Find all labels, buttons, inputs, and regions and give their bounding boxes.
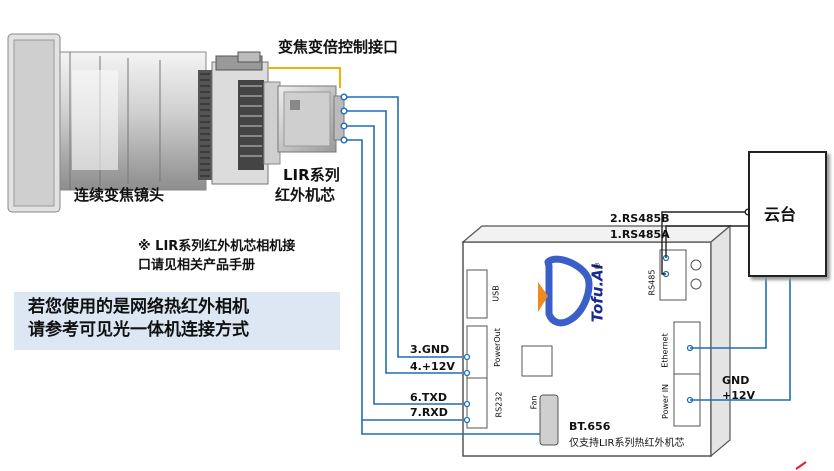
txd-label: 6.TXD (410, 391, 447, 404)
note-line2: 口请见相关产品手册 (138, 258, 256, 273)
powerin-port-label: Power IN (661, 383, 671, 420)
bt656-note: 仅支持LIR系列热红外机芯 (569, 438, 685, 449)
zoom-control-wire (268, 67, 341, 88)
wire-12v (344, 110, 462, 374)
gnd-left-label: 3.GND (410, 343, 450, 356)
rs485a-label: 1.RS485A (610, 228, 670, 241)
bt656-connector (539, 394, 559, 446)
rxd-label: 7.RXD (410, 406, 448, 419)
network-camera-note: 若您使用的是网络热红外相机 请参考可见光一体机连接方式 (14, 292, 340, 350)
tofu-box (461, 224, 732, 458)
fan-port-label: Fan (529, 395, 539, 410)
tofu-logo (538, 255, 593, 327)
rs485b-label: 2.RS485B (610, 212, 670, 225)
powerout-port-label: PowerOut (492, 328, 502, 367)
ptz-power-wires (690, 274, 791, 401)
network-note-line1: 若您使用的是网络热红外相机 (28, 297, 249, 317)
lir-core-image (277, 85, 345, 153)
rs485-port-label: RS485 (647, 269, 657, 296)
bt656-label: BT.656 (569, 420, 611, 433)
rs485-wires (661, 211, 748, 275)
rs485-led-2 (690, 278, 702, 290)
note-line1: ※ LIR系列红外机芯相机接 (138, 239, 296, 254)
zoom-lens-image (7, 33, 281, 213)
tofu-brand-text: Tofu.AI (588, 263, 607, 323)
wire-gnd (344, 96, 462, 358)
lir-label-line2: 红外机芯 (275, 186, 336, 204)
corner-mark (795, 461, 807, 470)
wire-txd (344, 125, 462, 405)
gnd-right-label: GND (722, 374, 750, 387)
bt656-wire (361, 420, 540, 435)
v12-left-label: 4.+12V (410, 360, 455, 373)
ethernet-connector (673, 321, 701, 379)
network-note-line2: 请参考可见光一体机连接方式 (28, 320, 249, 340)
v12-right-label: +12V (722, 389, 756, 402)
rs232-port-label: RS232 (494, 391, 504, 418)
registered-mark: ® (593, 262, 601, 271)
lir-label-line1: LIR系列 (283, 166, 340, 184)
wire-rxd (344, 139, 462, 421)
core-wire-nodes (340, 93, 348, 144)
zoom-port-label: 变焦变倍控制接口 (278, 38, 399, 56)
usb-port-label: USB (491, 285, 501, 302)
zoom-lens-label: 连续变焦镜头 (74, 186, 165, 204)
ptz-label: 云台 (764, 205, 797, 224)
ethernet-port-label: Ethernet (660, 333, 670, 368)
usb-connector (466, 269, 488, 319)
core-wires (344, 96, 462, 421)
fan-connector (521, 345, 553, 377)
rs485-led-1 (690, 259, 702, 271)
ptz-box: 云台 (748, 151, 827, 277)
